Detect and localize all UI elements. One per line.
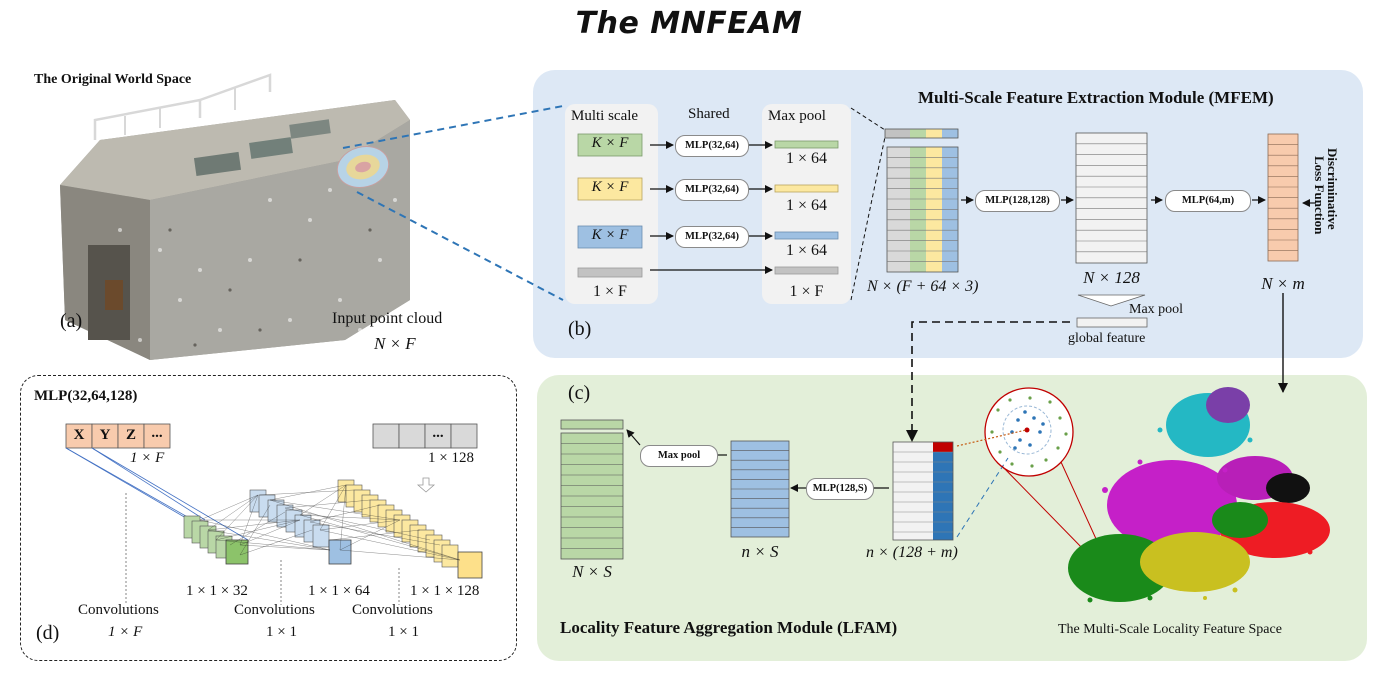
input-cell-z: Z xyxy=(125,427,136,443)
n-by-m-label: N × m xyxy=(1261,274,1305,293)
n-by-s-output-matrix xyxy=(560,419,624,560)
n-by-s-matrix xyxy=(730,440,790,538)
output-cell-ellipsis: ... xyxy=(432,425,444,441)
panel-c-letter: (c) xyxy=(568,382,591,404)
pooled-bar-green xyxy=(774,140,839,149)
neighborhood-magnifier xyxy=(984,387,1074,477)
scale-box-label-2: K × F xyxy=(591,179,629,195)
conv-layer-64 xyxy=(249,489,352,565)
layer-dims-128: 1 × 1 × 128 xyxy=(410,583,480,599)
scale-box-label-1: K × F xyxy=(591,135,629,151)
maxpool-triangle xyxy=(1077,294,1146,307)
max-pool-header: Max pool xyxy=(768,108,826,124)
multi-scale-header: Multi scale xyxy=(571,108,639,124)
n-by-s-label: n × S xyxy=(741,542,779,561)
up-arrow-icon xyxy=(416,477,436,493)
local-dims-label: n × (128 + m) xyxy=(866,544,958,561)
conv-layer-128 xyxy=(337,479,483,579)
zoom-line-top xyxy=(342,105,564,149)
input-cell-ellipsis: ... xyxy=(151,425,163,441)
conv-kernel-1: 1 × F xyxy=(108,624,143,640)
pooled-bar-blue xyxy=(774,231,839,240)
mfem-title: Multi-Scale Feature Extraction Module (M… xyxy=(918,88,1274,107)
mlp-32-64-node-3: MLP(32,64) xyxy=(675,226,749,248)
mlp-128-s-node: MLP(128,S) xyxy=(806,478,874,500)
conv-label-1: Convolutions xyxy=(78,602,159,618)
point-cloud-building xyxy=(60,73,410,360)
output-dims: 1 × 128 xyxy=(428,450,474,466)
loss-function-label-2: Loss Function xyxy=(1312,156,1327,235)
input-dims: 1 × F xyxy=(130,450,165,466)
scale-bar-gray xyxy=(577,267,643,278)
conv-layer-32 xyxy=(183,515,249,565)
n-by-s-output-label: N × S xyxy=(572,562,612,581)
conv-label-3: Convolutions xyxy=(352,602,433,618)
concat-header-bar xyxy=(884,128,959,139)
scale-box-blue xyxy=(577,225,643,249)
figure-title: The MNFEAM xyxy=(575,6,803,41)
shared-header: Shared xyxy=(688,106,730,122)
conv-kernel-2: 1 × 1 xyxy=(266,624,297,640)
input-cell-x: X xyxy=(73,427,85,443)
scale-box-label-3: K × F xyxy=(591,227,629,243)
local-feature-matrix xyxy=(892,441,954,541)
input-cells xyxy=(65,423,171,449)
concat-dims-label: N × (F + 64 × 3) xyxy=(867,278,979,295)
panel-b-letter: (b) xyxy=(568,318,592,340)
pooled-bar-yellow xyxy=(774,184,839,193)
mlp-detail-panel xyxy=(20,375,517,661)
pooled-label-3: 1 × 64 xyxy=(785,242,828,259)
pooled-bar-gray xyxy=(774,266,839,275)
n-by-128-matrix xyxy=(1075,132,1148,264)
mlp-128-128-node: MLP(128,128) xyxy=(975,190,1060,212)
layer-dims-64: 1 × 1 × 64 xyxy=(308,583,370,599)
pooled-label-2: 1 × 64 xyxy=(785,197,828,214)
lfam-title: Locality Feature Aggregation Module (LFA… xyxy=(560,618,898,637)
world-space-caption: The Original World Space xyxy=(34,72,192,87)
loss-function-label-1: Discriminative xyxy=(1325,148,1340,230)
max-pool-node: Max pool xyxy=(640,445,718,467)
global-maxpool-label: Max pool xyxy=(1129,302,1184,317)
conv-kernel-3: 1 × 1 xyxy=(388,624,419,640)
n-by-128-label: N × 128 xyxy=(1083,268,1140,287)
mlp-32-64-node-2: MLP(32,64) xyxy=(675,179,749,201)
scale-box-yellow xyxy=(577,177,643,201)
pooled-label-4: 1 × F xyxy=(789,283,824,300)
zoom-line-bottom xyxy=(356,191,564,301)
input-dims-label: N × F xyxy=(374,334,416,353)
mlp-detail-title: MLP(32,64,128) xyxy=(34,388,138,404)
mlp-64-m-node: MLP(64,m) xyxy=(1165,190,1251,212)
panel-d-letter: (d) xyxy=(36,622,60,644)
input-cell-y: Y xyxy=(99,427,111,443)
pooled-label-1: 1 × 64 xyxy=(785,150,828,167)
n-by-m-matrix xyxy=(1267,133,1299,262)
concat-feature-matrix xyxy=(886,146,959,273)
panel-a-letter: (a) xyxy=(60,310,83,332)
output-cells xyxy=(372,423,478,449)
conv-label-2: Convolutions xyxy=(234,602,315,618)
feature-space-caption: The Multi-Scale Locality Feature Space xyxy=(1058,622,1282,637)
feature-space-clusters xyxy=(1068,387,1330,603)
mlp-32-64-node-1: MLP(32,64) xyxy=(675,135,749,157)
input-point-cloud-label: Input point cloud xyxy=(332,310,443,327)
layer-dims-32: 1 × 1 × 32 xyxy=(186,583,248,599)
global-feature-label: global feature xyxy=(1068,331,1146,346)
scale-box-green xyxy=(577,133,643,157)
scale-one-label: 1 × F xyxy=(593,283,627,300)
global-feature-bar xyxy=(1076,317,1148,328)
